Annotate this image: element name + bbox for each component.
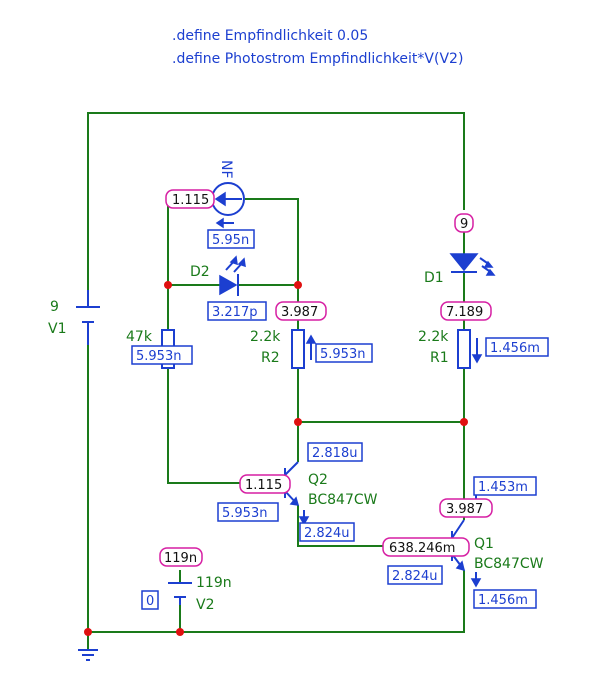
voltage-label-q1-collector: 3.987 bbox=[439, 498, 493, 518]
r-left-value: 47k bbox=[126, 329, 153, 345]
svg-text:3.987: 3.987 bbox=[281, 305, 318, 320]
wire-ground-rail bbox=[87, 345, 465, 633]
resistor-r1-icon bbox=[457, 329, 471, 369]
current-label-nf: 5.95n bbox=[207, 229, 255, 249]
nf-name: NF bbox=[218, 160, 234, 179]
voltage-label-nf-node: 1.115 bbox=[165, 189, 215, 209]
voltage-label-r1-top: 7.189 bbox=[440, 301, 492, 321]
svg-text:9: 9 bbox=[460, 217, 468, 232]
directive-photocurrent: .define Photostrom Empfindlichkeit*V(V2) bbox=[172, 51, 463, 67]
current-label-q2-emitter: 2.824u bbox=[299, 522, 355, 542]
svg-text:1.115: 1.115 bbox=[245, 478, 282, 493]
current-label-r1: 1.456m bbox=[485, 337, 549, 357]
svg-text:119n: 119n bbox=[164, 551, 197, 566]
r1-value: 2.2k bbox=[418, 329, 449, 345]
resistor-r2-icon bbox=[291, 329, 305, 369]
v1-name: V1 bbox=[48, 321, 66, 337]
q1-name: Q1 bbox=[474, 536, 494, 552]
current-source-nf-icon bbox=[211, 182, 245, 216]
current-label-r2: 5.953n bbox=[315, 343, 373, 363]
current-label-q2-collector: 2.818u bbox=[307, 442, 363, 462]
current-label-q1-base: 2.824u bbox=[387, 565, 443, 585]
q1-emitter-arrow-icon bbox=[470, 572, 482, 588]
voltage-label-q2-base: 1.115 bbox=[239, 474, 291, 494]
r2-name: R2 bbox=[261, 350, 280, 366]
wires bbox=[87, 112, 465, 650]
d1-name: D1 bbox=[424, 270, 444, 286]
v2-value: 119n bbox=[196, 575, 232, 591]
photodiode-d2-icon bbox=[219, 255, 246, 296]
svg-text:5.95n: 5.95n bbox=[212, 233, 249, 248]
svg-text:7.189: 7.189 bbox=[446, 305, 483, 320]
q2-model: BC847CW bbox=[308, 492, 378, 508]
svg-text:5.953n: 5.953n bbox=[222, 506, 267, 521]
svg-text:638.246m: 638.246m bbox=[389, 541, 455, 556]
current-label-r-left: 5.953n bbox=[131, 345, 193, 365]
voltage-label-q1-base: 638.246m bbox=[382, 537, 470, 557]
directive-sensitivity: .define Empfindlichkeit 0.05 bbox=[172, 28, 368, 44]
q1-model: BC847CW bbox=[474, 556, 544, 572]
d2-name: D2 bbox=[190, 264, 210, 280]
r1-current-arrow-icon bbox=[471, 338, 483, 364]
svg-text:2.818u: 2.818u bbox=[312, 446, 357, 461]
v2-name: V2 bbox=[196, 597, 214, 613]
svg-text:5.953n: 5.953n bbox=[136, 349, 181, 364]
q2-name: Q2 bbox=[308, 472, 328, 488]
svg-text:3.987: 3.987 bbox=[446, 502, 483, 517]
junction-dots bbox=[84, 281, 468, 636]
q2-emitter-arrow-icon bbox=[298, 510, 310, 526]
svg-text:1.456m: 1.456m bbox=[490, 341, 540, 356]
nf-current-arrow-icon bbox=[215, 217, 234, 229]
wire-top-rail bbox=[87, 112, 465, 290]
r2-value: 2.2k bbox=[250, 329, 281, 345]
battery-v2-icon bbox=[168, 582, 192, 605]
ground-icon bbox=[78, 649, 98, 661]
current-label-d2: 3.217p bbox=[207, 301, 267, 321]
svg-text:1.115: 1.115 bbox=[172, 193, 209, 208]
r2-current-arrow-icon bbox=[305, 334, 317, 360]
svg-text:5.953n: 5.953n bbox=[320, 347, 365, 362]
current-label-q1-collector: 1.453m bbox=[473, 476, 537, 496]
v1-value: 9 bbox=[50, 299, 59, 315]
current-label-v2: 0 bbox=[141, 590, 159, 610]
voltage-label-r2-top: 3.987 bbox=[275, 301, 327, 321]
current-label-q1-emitter: 1.456m bbox=[473, 589, 537, 609]
r1-name: R1 bbox=[430, 350, 449, 366]
current-label-q2-base: 5.953n bbox=[217, 502, 279, 522]
svg-text:1.453m: 1.453m bbox=[478, 480, 528, 495]
voltage-label-d1-top: 9 bbox=[454, 213, 474, 233]
svg-text:0: 0 bbox=[146, 594, 154, 609]
voltage-label-v2-top: 119n bbox=[159, 547, 203, 567]
led-d1-icon bbox=[449, 253, 496, 276]
svg-text:2.824u: 2.824u bbox=[304, 526, 349, 541]
svg-text:3.217p: 3.217p bbox=[212, 305, 257, 320]
svg-text:2.824u: 2.824u bbox=[392, 569, 437, 584]
battery-v1-icon bbox=[76, 290, 100, 345]
svg-text:1.456m: 1.456m bbox=[478, 593, 528, 608]
